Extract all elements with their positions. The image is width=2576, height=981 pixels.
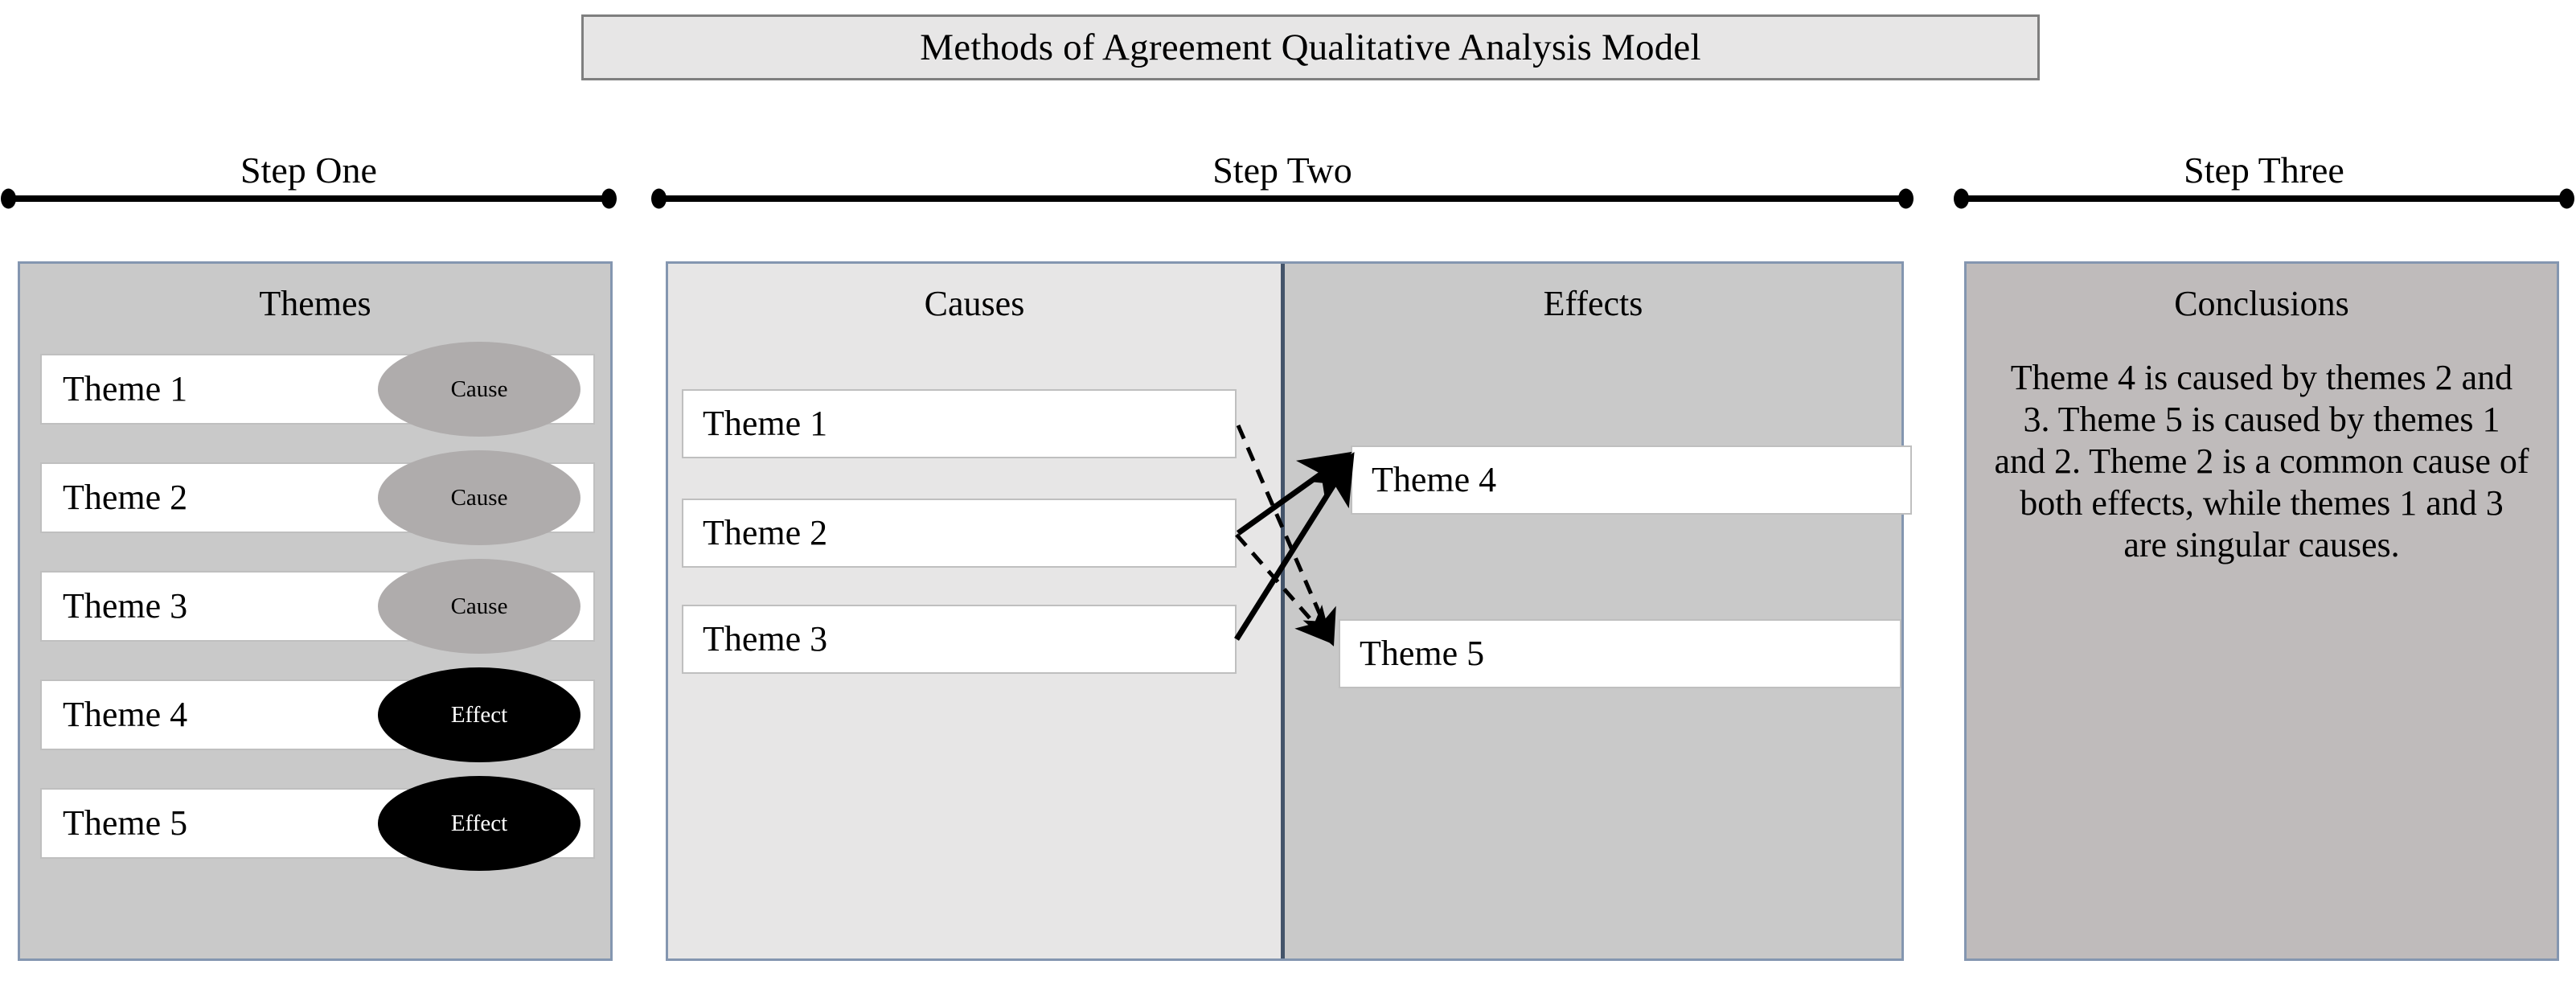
theme-row[interactable]: Theme 5 Effect bbox=[40, 776, 595, 871]
conclusions-panel: Conclusions Theme 4 is caused by themes … bbox=[1964, 261, 2559, 961]
themes-heading: Themes bbox=[259, 284, 371, 323]
effect-box-label: Theme 5 bbox=[1360, 634, 1485, 673]
cause-badge: Cause bbox=[378, 450, 580, 545]
step-two-header: Step Two bbox=[657, 150, 1908, 224]
step-one-header: Step One bbox=[6, 150, 611, 224]
effects-heading: Effects bbox=[1543, 284, 1643, 323]
effect-box[interactable]: Theme 4 bbox=[1351, 445, 1912, 515]
cause-box[interactable]: Theme 1 bbox=[682, 389, 1237, 458]
step-one-label: Step One bbox=[240, 150, 377, 191]
cause-box[interactable]: Theme 3 bbox=[682, 605, 1237, 674]
cause-box-label: Theme 3 bbox=[703, 619, 828, 659]
step-two-label: Step Two bbox=[1212, 150, 1352, 191]
theme-row-label: Theme 3 bbox=[63, 586, 188, 626]
cause-box-label: Theme 2 bbox=[703, 513, 828, 552]
step-three-rule bbox=[1959, 195, 2569, 202]
effects-column: Effects bbox=[1285, 264, 1901, 958]
conclusions-heading: Conclusions bbox=[2174, 284, 2349, 323]
theme-row[interactable]: Theme 4 Effect bbox=[40, 667, 595, 762]
step-two-rule bbox=[657, 195, 1908, 202]
effect-badge: Effect bbox=[378, 667, 580, 762]
theme-row-label: Theme 4 bbox=[63, 695, 188, 734]
effect-box-label: Theme 4 bbox=[1372, 460, 1497, 499]
cause-box[interactable]: Theme 2 bbox=[682, 499, 1237, 568]
step-two-panel: Causes Effects bbox=[666, 261, 1904, 961]
theme-row-label: Theme 5 bbox=[63, 803, 188, 843]
themes-panel: Themes Theme 1 Cause Theme 2 Cause Theme… bbox=[18, 261, 613, 961]
effect-box[interactable]: Theme 5 bbox=[1339, 619, 1901, 688]
theme-row[interactable]: Theme 1 Cause bbox=[40, 342, 595, 437]
theme-row[interactable]: Theme 2 Cause bbox=[40, 450, 595, 545]
theme-row-label: Theme 2 bbox=[63, 478, 188, 517]
page-title: Methods of Agreement Qualitative Analysi… bbox=[920, 26, 1701, 68]
effect-badge: Effect bbox=[378, 776, 580, 871]
step-one-rule bbox=[6, 195, 611, 202]
causes-heading: Causes bbox=[924, 284, 1025, 323]
theme-row-label: Theme 1 bbox=[63, 369, 188, 408]
theme-row[interactable]: Theme 3 Cause bbox=[40, 559, 595, 654]
cause-badge: Cause bbox=[378, 342, 580, 437]
step-three-label: Step Three bbox=[2184, 150, 2344, 191]
cause-box-label: Theme 1 bbox=[703, 404, 828, 443]
model-title-banner: Methods of Agreement Qualitative Analysi… bbox=[581, 14, 2040, 80]
conclusions-body: Theme 4 is caused by themes 2 and 3. The… bbox=[1994, 358, 2529, 564]
cause-badge: Cause bbox=[378, 559, 580, 654]
step-three-header: Step Three bbox=[1959, 150, 2569, 224]
